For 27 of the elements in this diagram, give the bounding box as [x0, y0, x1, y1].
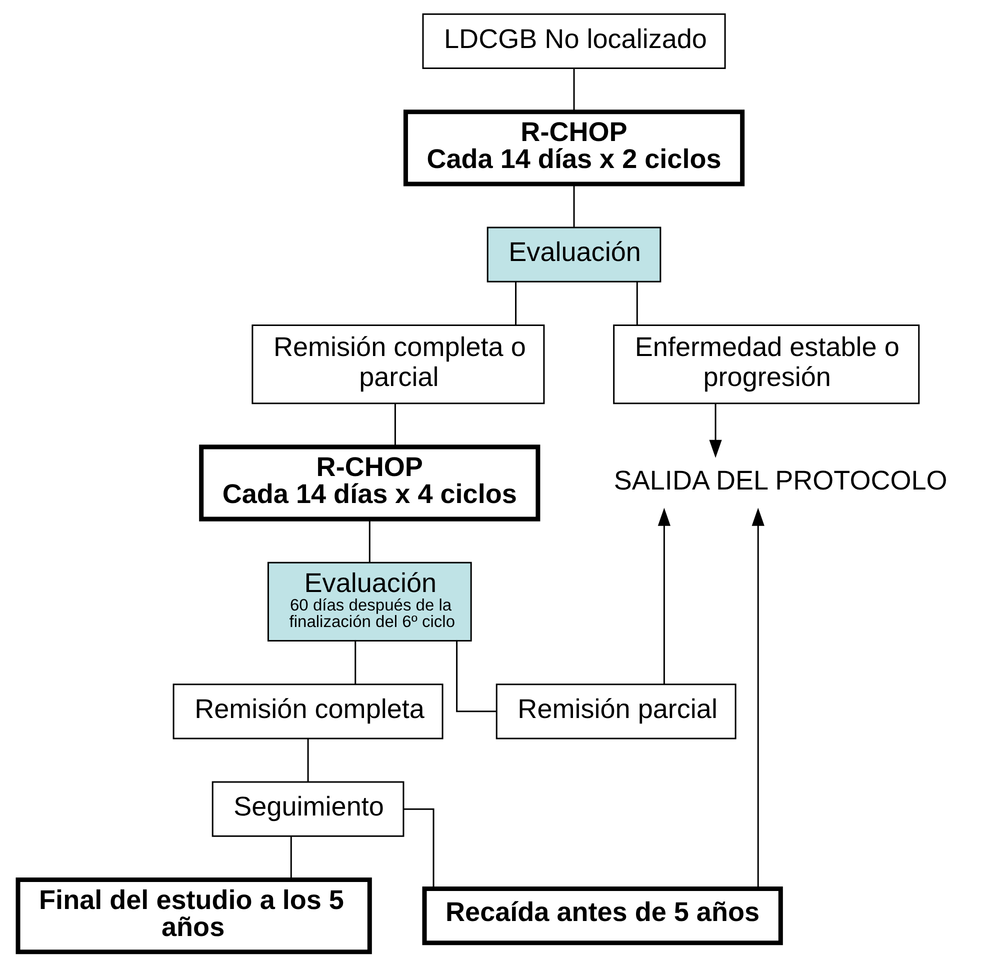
- connector: [368, 519, 370, 562]
- connector: [456, 641, 496, 712]
- node-box: Remisión parcial: [495, 684, 736, 740]
- node-box: Enfermedad estable o progresión: [612, 324, 920, 404]
- node-box: R-CHOP Cada 14 días x 2 ciclos: [402, 110, 744, 186]
- arrow: [657, 508, 670, 684]
- node-box: Evaluación 60 días después de la finalización del 6º ciclo: [266, 562, 472, 642]
- connector: [514, 282, 516, 326]
- node-box: Recaída antes de 5 años: [422, 886, 782, 946]
- connector: [403, 808, 434, 888]
- node-box: Seguimiento: [211, 781, 404, 837]
- node-box: R-CHOP Cada 14 días x 4 ciclos: [198, 444, 540, 522]
- node-text: SALIDA DEL PROTOCOLO: [613, 466, 947, 496]
- connector: [636, 282, 638, 326]
- connector: [394, 404, 396, 447]
- connector: [354, 641, 356, 684]
- connector: [290, 836, 292, 880]
- node-box: Final del estudio a los 5 años: [15, 877, 372, 954]
- node-box: Evaluación: [486, 226, 661, 282]
- connector: [306, 738, 308, 782]
- arrow: [708, 404, 722, 458]
- node-box: Remisión completa o parcial: [251, 324, 544, 404]
- connector: [572, 184, 574, 227]
- node-box: LDCGB No localizado: [422, 13, 726, 69]
- connector: [572, 68, 574, 112]
- node-box: Remisión completa: [172, 684, 443, 740]
- arrow: [751, 508, 764, 889]
